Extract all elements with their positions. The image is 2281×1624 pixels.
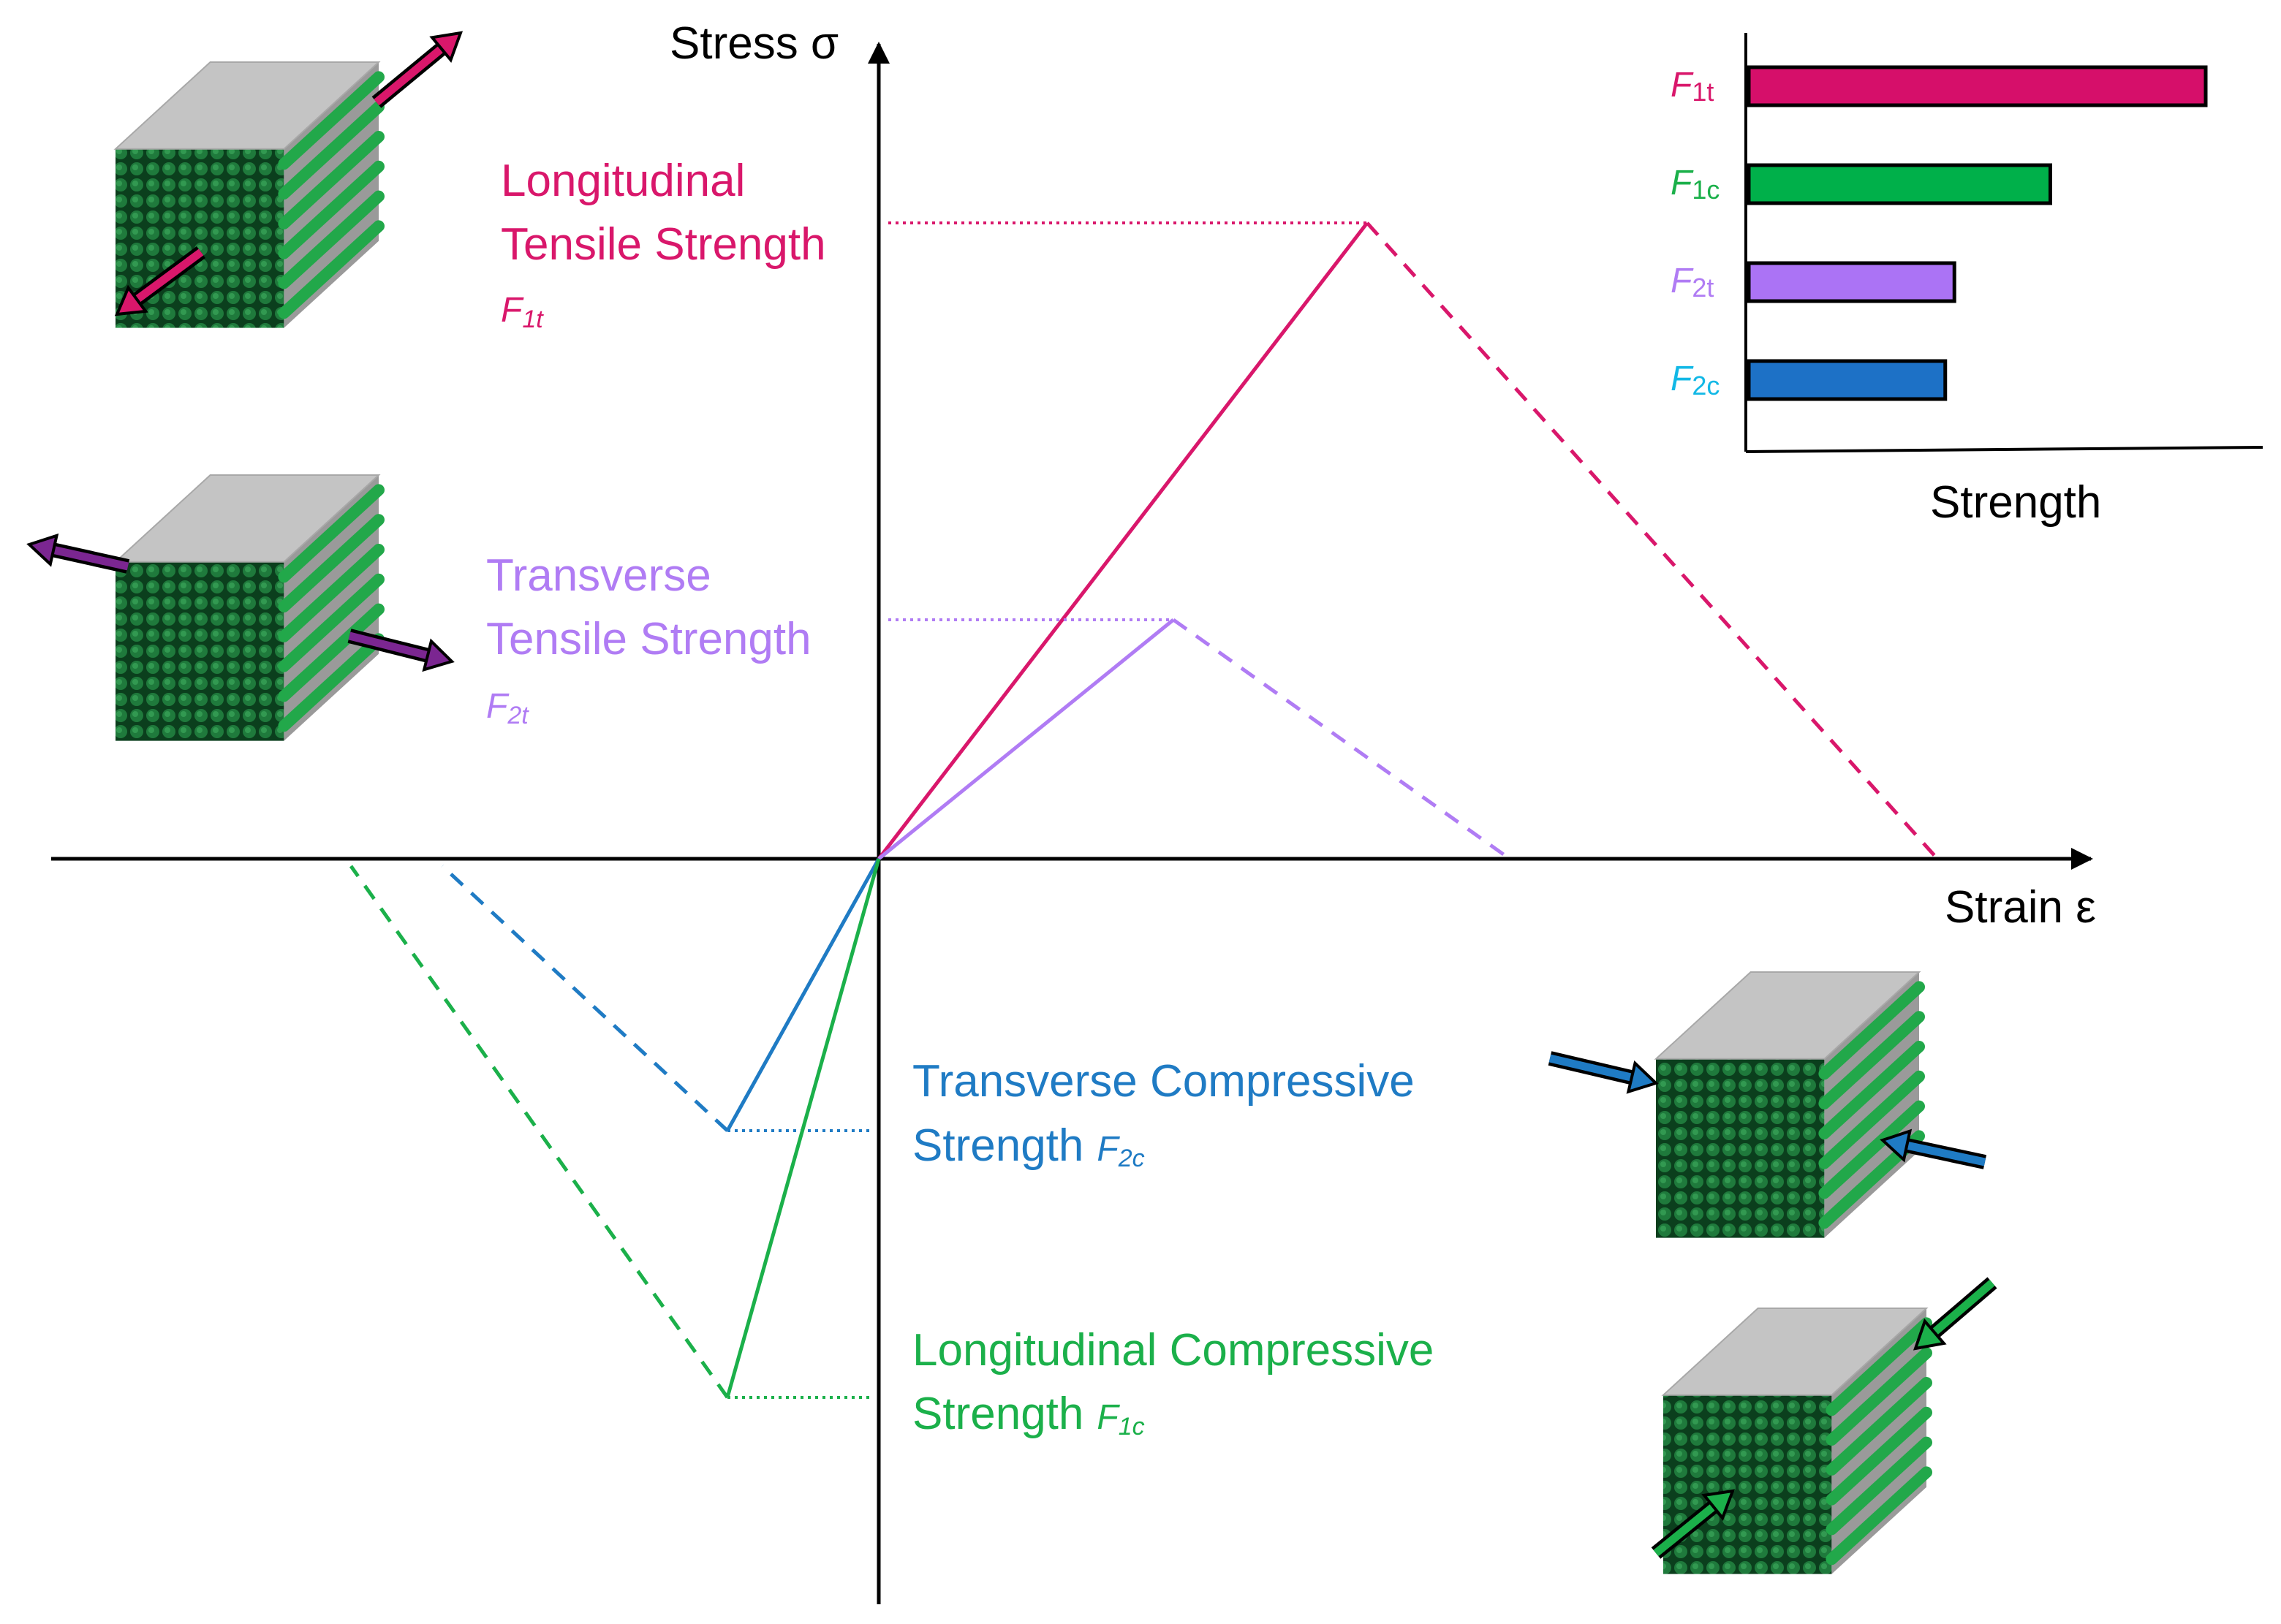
curve-longitudinal-tensile-rise — [877, 221, 1369, 860]
longitudinal-compression-arrows-icon — [1651, 1489, 1736, 1559]
transverse-tension-arrows-icon — [26, 533, 130, 574]
curve-longitudinal-compressive-rise — [725, 858, 881, 1398]
strength-symbol: F1t — [501, 291, 544, 333]
transverse-compression-arrows-icon — [1548, 1051, 1659, 1094]
cube-transverse-tension — [113, 474, 385, 741]
curve-transverse-compressive-rise — [725, 857, 881, 1132]
transverse-tension-arrows-icon — [347, 629, 455, 672]
inset-bar-2c — [1747, 359, 1948, 401]
strength-symbol: F2t — [486, 687, 529, 729]
cube-longitudinal-compression — [1661, 1308, 1932, 1574]
label-line: Longitudinal — [501, 156, 745, 206]
axes: Stress σ Strain ε — [51, 18, 2096, 1604]
y-axis-label: Stress σ — [670, 18, 839, 69]
label-line: Longitudinal Compressive — [912, 1325, 1434, 1376]
longitudinal-compression-arrows-icon — [1913, 1277, 1997, 1351]
inset-bar-label-1t: F1t — [1671, 66, 1714, 107]
x-axis-label: Strain ε — [1945, 882, 2096, 933]
inset-bar-1t — [1747, 65, 2208, 107]
curve-longitudinal-compressive-softening — [349, 865, 730, 1399]
cube-longitudinal-tension — [113, 61, 385, 328]
composite-cubes — [26, 31, 1997, 1574]
curves — [349, 221, 1939, 1399]
inset-x-axis — [1745, 446, 2263, 453]
inset-bar-1c — [1747, 163, 2052, 205]
label-transverse-tensile: Transverse Tensile Strength F2t — [486, 550, 812, 729]
inset-bar-label-2c: F2c — [1671, 360, 1720, 401]
inset-bar-label-1c: F1c — [1671, 164, 1720, 205]
longitudinal-tension-arrows-icon — [114, 246, 205, 316]
inset-bar-2t — [1747, 261, 1956, 303]
label-longitudinal-tensile: Longitudinal Tensile Strength F1t — [501, 156, 826, 333]
curve-transverse-compressive-softening — [441, 865, 729, 1132]
longitudinal-tension-arrows-icon — [371, 31, 464, 108]
label-line: Transverse Compressive — [912, 1056, 1415, 1107]
inset-x-label: Strength — [1930, 477, 2101, 528]
label-line: Transverse — [486, 550, 711, 601]
curve-transverse-tensile-rise — [877, 618, 1175, 860]
transverse-compression-arrows-icon — [1880, 1128, 1987, 1169]
curve-transverse-tensile-softening — [1172, 618, 1511, 861]
inset-bar-label-2t: F2t — [1671, 262, 1714, 303]
cube-transverse-compression — [1654, 971, 1925, 1238]
label-line: Tensile Strength — [486, 614, 812, 664]
curve-longitudinal-tensile-softening — [1366, 221, 1939, 860]
label-line: Tensile Strength — [501, 219, 826, 270]
